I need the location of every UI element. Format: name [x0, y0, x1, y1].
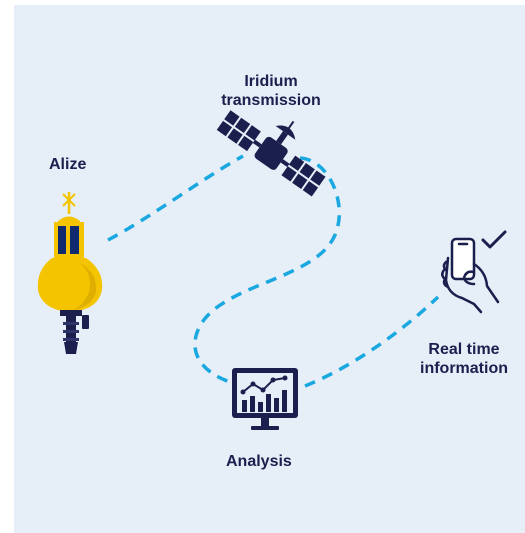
diagram-background [14, 5, 525, 533]
dashed-link-analysis-realtime [304, 295, 440, 388]
label-realtime-line2: information [420, 360, 508, 377]
label-real-time-information: Real time information [416, 340, 512, 378]
buoy-icon [37, 192, 103, 354]
label-realtime-line1: Real time [428, 341, 500, 358]
monitor-chart-icon [232, 368, 298, 430]
label-iridium-line1: Iridium [244, 73, 298, 90]
label-alize: Alize [49, 156, 87, 173]
label-analysis: Analysis [226, 453, 292, 470]
label-iridium-line2: transmission [221, 92, 321, 109]
satellite-icon [216, 110, 326, 197]
dashed-link-buoy-satellite [107, 154, 244, 242]
hand-phone-check-icon [441, 230, 507, 314]
label-iridium-transmission: Iridium transmission [211, 72, 331, 110]
dashed-link-satellite-analysis [193, 156, 341, 387]
